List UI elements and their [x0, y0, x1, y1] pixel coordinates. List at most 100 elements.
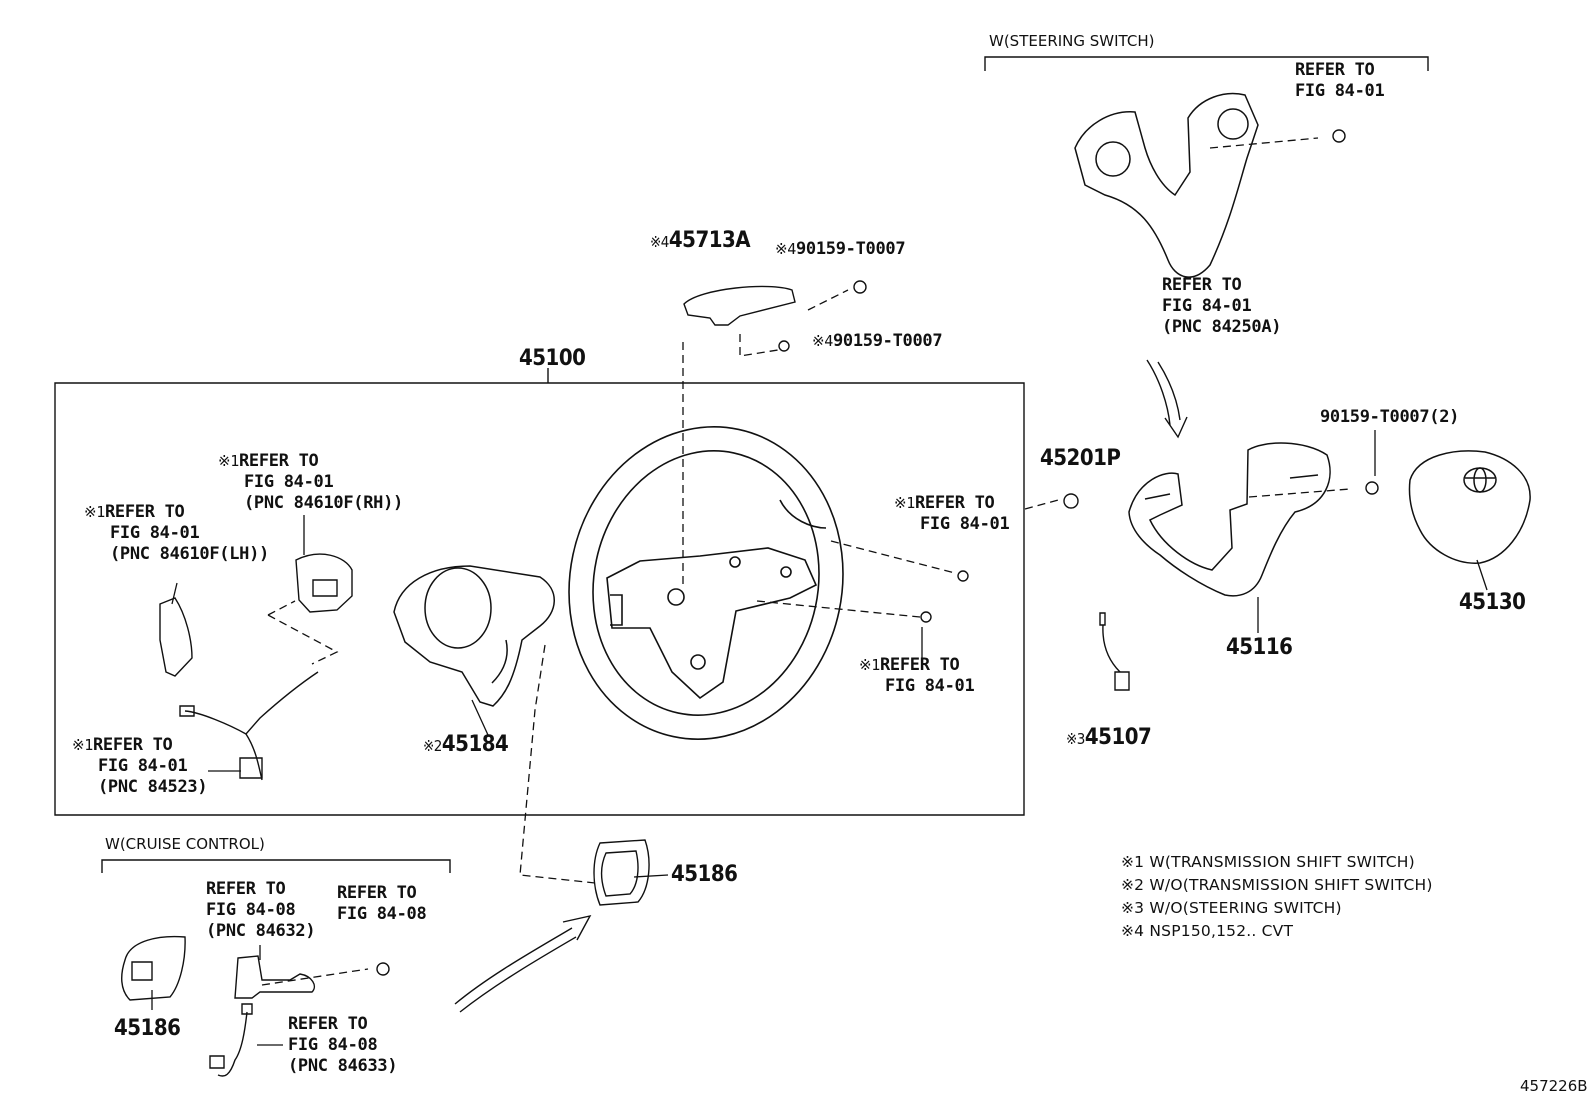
ref-line: REFER TO	[337, 883, 417, 903]
screw-cruise	[377, 963, 389, 975]
airbag-45130	[1409, 451, 1530, 563]
ref-line: (PNC 84523)	[98, 777, 208, 797]
ref-line: ※1REFER TO	[84, 502, 269, 523]
part-45713A-label[interactable]: ※445713A	[650, 228, 751, 253]
part-45184-label[interactable]: ※245184	[423, 732, 509, 757]
harness-84523	[180, 672, 318, 780]
cruise-control-bracket	[102, 860, 450, 873]
ref-line: FIG 84-08	[206, 900, 296, 920]
part-90159-x2-label[interactable]: 90159-T0007(2)	[1320, 407, 1460, 427]
ref-line: FIG 84-01	[1295, 81, 1385, 101]
ref-harness[interactable]: ※1REFER TO FIG 84-01 (PNC 84523)	[72, 735, 208, 798]
footnote: ※3 W/O(STEERING SWITCH)	[1121, 899, 1342, 917]
ref-mark: ※1	[218, 452, 239, 470]
part-90159-mid-label[interactable]: ※490159-T0007	[812, 331, 943, 352]
part-45184-mark: ※2	[423, 737, 442, 755]
footnote: ※1 W(TRANSMISSION SHIFT SWITCH)	[1121, 853, 1415, 871]
part-90159-top-number: 90159-T0007	[796, 239, 906, 259]
part-45186-center-label[interactable]: 45186	[671, 862, 738, 887]
ref-line-text: REFER TO	[239, 451, 319, 471]
figure-id: 457226B	[1520, 1077, 1588, 1095]
ref-line: REFER TO	[206, 879, 286, 899]
assembly-45100-box	[55, 383, 1024, 815]
harness-45107	[1100, 613, 1129, 690]
ref-line: (PNC 84633)	[288, 1056, 398, 1076]
steering-switch-group-label: W(STEERING SWITCH)	[989, 32, 1155, 50]
screw-sw-top	[1333, 130, 1345, 142]
ref-mark: ※1	[894, 494, 915, 512]
cap-45713A	[684, 286, 795, 325]
part-90159-mid-number: 90159-T0007	[833, 331, 943, 351]
paddle-switch-lh	[160, 598, 192, 676]
screw-wheel-upper	[958, 571, 968, 581]
ref-line-text: REFER TO	[93, 735, 173, 755]
ref-lh-switch[interactable]: ※1REFER TO FIG 84-01 (PNC 84610F(LH))	[84, 502, 269, 565]
ref-line: FIG 84-01	[885, 676, 975, 696]
ref-line-text: REFER TO	[105, 502, 185, 522]
switch-bezel-45116	[1129, 443, 1330, 596]
ref-line: FIG 84-01	[920, 514, 1010, 534]
part-90159-top-label[interactable]: ※490159-T0007	[775, 239, 906, 260]
ref-cruise-harness[interactable]: REFER TO FIG 84-08 (PNC 84633)	[288, 1014, 398, 1077]
cruise-control-group-label: W(CRUISE CONTROL)	[105, 835, 265, 853]
ref-line: FIG 84-08	[288, 1035, 378, 1055]
part-45186-cruise-label[interactable]: 45186	[114, 1016, 181, 1041]
ref-line: REFER TO	[1162, 275, 1242, 295]
paddle-switch-rh	[296, 554, 352, 612]
ref-line: ※1REFER TO	[859, 655, 974, 676]
ref-sw-top-right[interactable]: REFER TO FIG 84-01	[1295, 60, 1385, 102]
ref-line: FIG 84-08	[337, 904, 427, 924]
screw-90159-top	[854, 281, 866, 293]
ref-mark: ※1	[859, 656, 880, 674]
part-45201P-label[interactable]: 45201P	[1040, 446, 1121, 471]
steering-wheel-45100	[540, 401, 871, 765]
part-45107-number: 45107	[1084, 725, 1152, 750]
ref-line: ※1REFER TO	[218, 451, 403, 472]
part-90159-top-mark: ※4	[775, 240, 796, 258]
ref-line: (PNC 84610F(LH))	[110, 544, 269, 564]
ref-sw-bottom[interactable]: REFER TO FIG 84-01 (PNC 84250A)	[1162, 275, 1282, 338]
cruise-switch-84632	[235, 956, 314, 998]
cruise-harness-84633	[218, 1012, 247, 1076]
ref-line: (PNC 84610F(RH))	[244, 493, 403, 513]
ref-line: FIG 84-01	[98, 756, 188, 776]
part-45713A-mark: ※4	[650, 233, 669, 251]
ref-mark: ※1	[72, 736, 93, 754]
screw-90159-x2	[1366, 482, 1378, 494]
ref-line-text: REFER TO	[915, 493, 995, 513]
part-45107-label[interactable]: ※345107	[1066, 725, 1152, 750]
part-45184-number: 45184	[441, 732, 509, 757]
part-45116-label[interactable]: 45116	[1226, 635, 1293, 660]
part-90159-mid-mark: ※4	[812, 332, 833, 350]
part-45713A-number: 45713A	[668, 228, 751, 253]
lower-cover-45184	[394, 566, 554, 706]
footnote: ※2 W/O(TRANSMISSION SHIFT SWITCH)	[1121, 876, 1433, 894]
ref-wheel-screw-lower[interactable]: ※1REFER TO FIG 84-01	[859, 655, 975, 697]
footnote: ※4 NSP150,152.. CVT	[1121, 922, 1294, 940]
ref-line: (PNC 84250A)	[1162, 317, 1282, 337]
ref-line: FIG 84-01	[244, 472, 334, 492]
assembly-45100-label[interactable]: 45100	[519, 346, 586, 371]
bezel-45186-center	[594, 840, 649, 905]
ref-wheel-screw-upper[interactable]: ※1REFER TO FIG 84-01	[894, 493, 1010, 535]
steering-switch-cover	[1075, 94, 1258, 278]
steering-switch-bracket	[985, 57, 1428, 71]
part-45130-label[interactable]: 45130	[1459, 590, 1526, 615]
ref-line: FIG 84-01	[1162, 296, 1252, 316]
screw-90159-mid	[779, 341, 789, 351]
footnotes: ※1 W(TRANSMISSION SHIFT SWITCH) ※2 W/O(T…	[1121, 851, 1433, 943]
ref-line: ※1REFER TO	[894, 493, 1009, 514]
ref-rh-switch[interactable]: ※1REFER TO FIG 84-01 (PNC 84610F(RH))	[218, 451, 403, 514]
ref-line: FIG 84-01	[110, 523, 200, 543]
ref-cruise-screw[interactable]: REFER TO FIG 84-08	[337, 883, 427, 925]
part-45107-mark: ※3	[1066, 730, 1085, 748]
ref-mark: ※1	[84, 503, 105, 521]
ref-line: (PNC 84632)	[206, 921, 316, 941]
ref-cruise-switch[interactable]: REFER TO FIG 84-08 (PNC 84632)	[206, 879, 316, 942]
screw-wheel-lower	[921, 612, 931, 622]
ref-line: REFER TO	[1295, 60, 1375, 80]
ref-line: REFER TO	[288, 1014, 368, 1034]
ref-line-text: REFER TO	[880, 655, 960, 675]
